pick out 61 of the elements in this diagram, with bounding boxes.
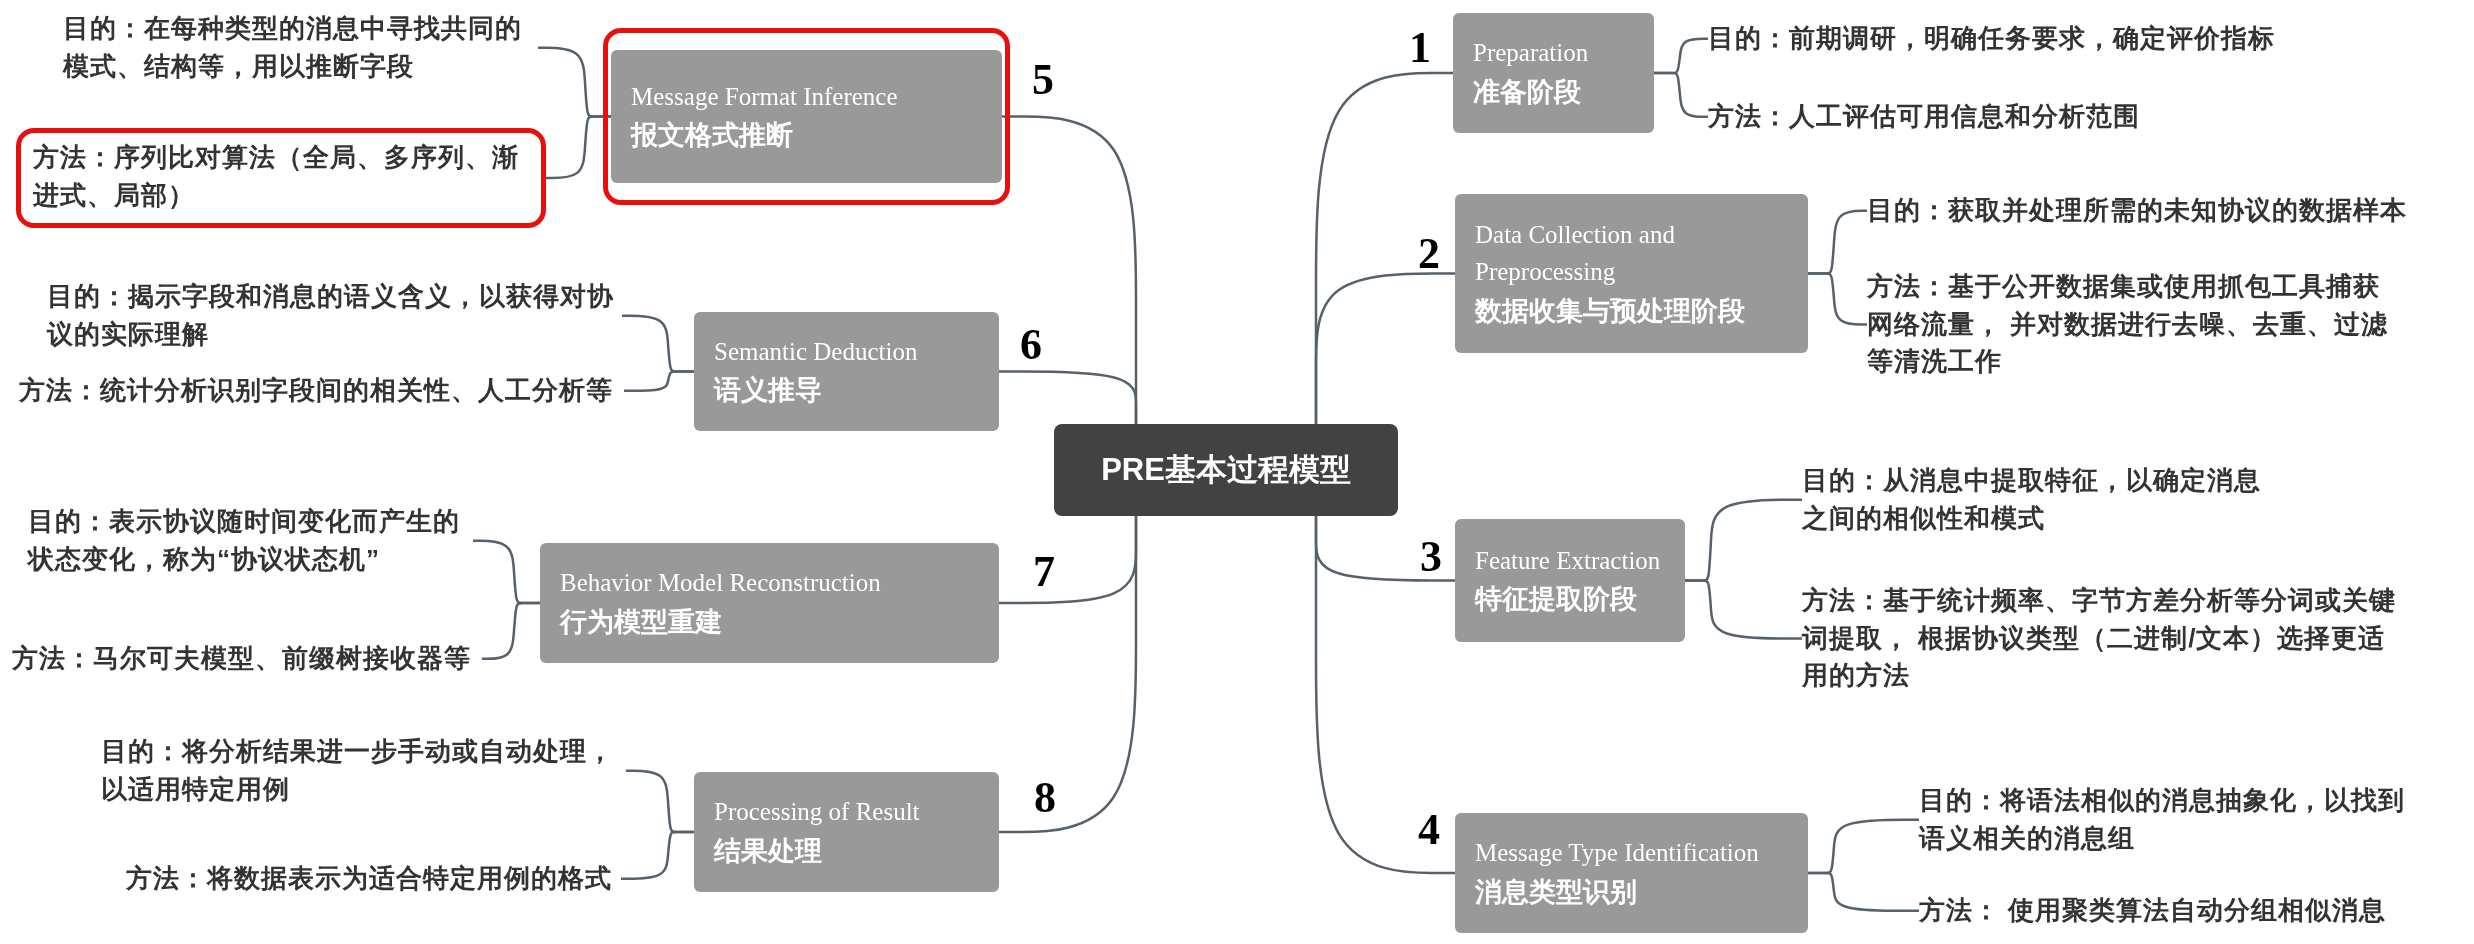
- step-number: 2: [1418, 232, 1440, 276]
- title-text: 报文格式推断: [631, 119, 794, 152]
- note-text: 方法：序列比对算法（全局、多序列、渐进式、局部）: [33, 139, 528, 215]
- branch-line: [624, 370, 694, 393]
- title-text: Semantic Deduction: [714, 336, 919, 367]
- title-text: Preparation: [1473, 38, 1590, 68]
- title-text: 数据收集与预处理阶段: [1475, 294, 1746, 328]
- note-text: 方法：统计分析识别字段间的相关性、人工分析等: [19, 372, 624, 410]
- step-number: 8: [1034, 776, 1056, 820]
- title-text: 特征提取阶段: [1475, 583, 1638, 616]
- title-text: Message Format Inference: [631, 81, 899, 112]
- title-text: 准备阶段: [1473, 75, 1582, 109]
- step-number: 7: [1033, 550, 1055, 594]
- note-text: 目的：揭示字段和消息的语义含义，以获得对协议的实际理解: [47, 278, 622, 354]
- phase-box: [694, 772, 999, 892]
- note-text: 目的：将语法相似的消息抽象化，以找到语义相关的消息组: [1919, 782, 2419, 858]
- phase-box: [611, 50, 1002, 183]
- phase-box: [1453, 13, 1654, 133]
- note-text: 目的：在每种类型的消息中寻找共同的模式、结构等，用以推断字段: [63, 10, 538, 86]
- phase-box: [1455, 813, 1808, 933]
- branch-line: [1685, 579, 1802, 640]
- note-text: 方法： 使用聚类算法自动分组相似消息: [1919, 892, 2454, 930]
- step-number: 3: [1420, 535, 1442, 579]
- note-text: 目的：表示协议随时间变化而产生的状态变化，称为“协议状态机”: [28, 503, 473, 579]
- central-topic-box: PRE基本过程模型: [1054, 424, 1398, 516]
- step-number: 5: [1032, 58, 1054, 102]
- branch-line: [1808, 871, 1919, 913]
- note-text: 方法：基于统计频率、字节方差分析等分词或关键词提取， 根据协议类型（二进制/文本）选择更适用的方法: [1802, 582, 2407, 696]
- title-text: 行为模型重建: [560, 605, 723, 639]
- step-number: 6: [1020, 323, 1042, 367]
- title-text: Data Collection and Preprocessing: [1475, 219, 1676, 288]
- branch-line: [621, 830, 694, 881]
- note-text: 方法：马尔可夫模型、前缀树接收器等: [12, 640, 482, 678]
- branch-line: [999, 370, 1138, 424]
- title-text: 语义推导: [714, 374, 823, 407]
- step-number: 4: [1418, 808, 1440, 852]
- branch-line: [1314, 516, 1455, 875]
- title-text: Processing of Result: [714, 797, 921, 827]
- branch-line: [999, 516, 1138, 834]
- note-text: 目的：从消息中提取特征，以确定消息之间的相似性和模式: [1802, 462, 2277, 538]
- title-text: Behavior Model Reconstruction: [560, 568, 882, 598]
- phase-box: [1455, 519, 1685, 642]
- note-text: 方法：基于公开数据集或使用抓包工具捕获网络流量， 并对数据进行去噪、去重、过滤等清洗工作: [1867, 268, 2392, 382]
- note-text: 目的：前期调研，明确任务要求，确定评价指标: [1708, 20, 2308, 58]
- phase-box: [540, 543, 999, 663]
- title-text: Feature Extraction: [1475, 545, 1662, 576]
- highlight-frame: [16, 128, 546, 228]
- note-text: 方法：人工评估可用信息和分析范围: [1708, 98, 2308, 136]
- branch-line: [546, 115, 611, 180]
- branch-line: [1314, 272, 1455, 424]
- title-text: 消息类型识别: [1475, 875, 1638, 909]
- step-number: 1: [1409, 26, 1431, 70]
- note-text: 目的：获取并处理所需的未知协议的数据样本: [1867, 192, 2437, 230]
- title-text: 结果处理: [714, 834, 823, 868]
- title-text: Message Type Identification: [1475, 838, 1760, 868]
- phase-box: [1455, 194, 1808, 353]
- note-text: 方法：将数据表示为适合特定用例的格式: [126, 860, 621, 898]
- phase-box: [694, 312, 999, 431]
- highlight-frame: [603, 28, 1010, 205]
- branch-line: [1654, 71, 1708, 119]
- note-text: 目的：将分析结果进一步手动或自动处理，以适用特定用例: [101, 733, 626, 809]
